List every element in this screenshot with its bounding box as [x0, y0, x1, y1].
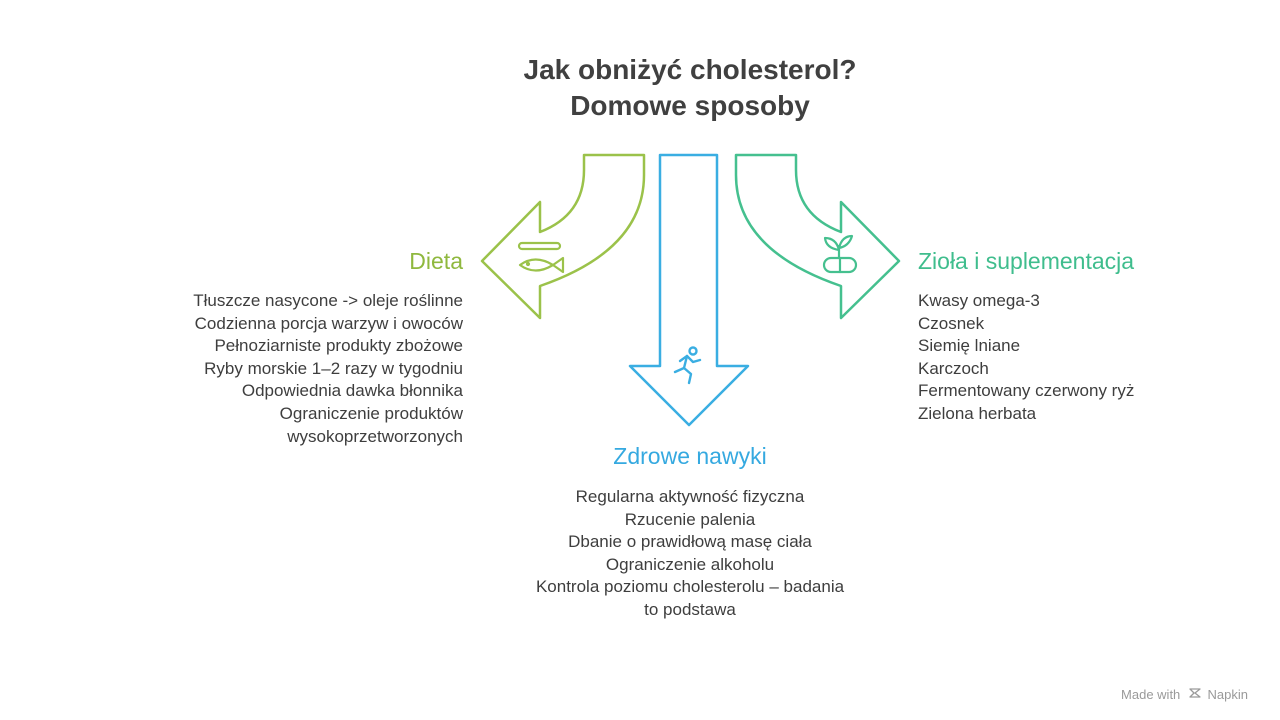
made-with-label: Made with: [1121, 687, 1181, 702]
list-item: Zielona herbata: [918, 403, 1037, 423]
herbs-list: Kwasy omega-3 Czosnek Siemię lniane Karc…: [918, 290, 1248, 426]
right-arrow: [734, 153, 901, 320]
left-arrow: [480, 153, 646, 320]
running-person-icon: [673, 346, 702, 385]
list-item: Ograniczenie alkoholu: [605, 554, 775, 574]
fish-icon: [517, 241, 565, 274]
list-item: wysokoprzetworzonych: [287, 426, 463, 446]
list-item: Karczoch: [918, 358, 989, 378]
list-item: Kontrola poziomu cholesterolu – badania: [535, 577, 845, 597]
napkin-brand: Napkin: [1207, 687, 1248, 702]
list-item: Czosnek: [918, 313, 985, 333]
diet-heading: Dieta: [409, 248, 463, 274]
list-item: Kwasy omega-3: [918, 291, 1040, 310]
made-with-napkin-footer[interactable]: Made with Napkin: [1121, 687, 1248, 702]
herbs-heading: Zioła i suplementacja: [918, 248, 1135, 274]
habits-heading: Zdrowe nawyki: [613, 443, 767, 469]
list-item: Fermentowany czerwony ryż: [918, 381, 1135, 401]
napkin-logo-icon: [1189, 687, 1201, 702]
list-item: Dbanie o prawidłową masę ciała: [568, 532, 812, 552]
list-item: Odpowiednia dawka błonnika: [241, 381, 463, 401]
list-item: Rzucenie palenia: [624, 509, 756, 529]
diet-list: Tłuszcze nasycone -> oleje roślinne Codz…: [150, 290, 463, 448]
list-item: Ryby morskie 1–2 razy w tygodniu: [204, 358, 463, 378]
plant-pill-icon: [822, 234, 858, 274]
list-item: Tłuszcze nasycone -> oleje roślinne: [193, 291, 463, 310]
list-item: Codzienna porcja warzyw i owoców: [194, 313, 463, 333]
list-item: Siemię lniane: [918, 336, 1021, 356]
habits-list: Regularna aktywność fizyczna Rzucenie pa…: [480, 486, 900, 622]
title-line-2: Domowe sposoby: [570, 90, 810, 121]
list-item: Ograniczenie produktów: [279, 403, 463, 423]
list-item: Regularna aktywność fizyczna: [575, 487, 805, 506]
title-line-1: Jak obniżyć cholesterol?: [523, 54, 857, 85]
middle-arrow: [628, 153, 750, 427]
list-item: to podstawa: [644, 599, 736, 619]
list-item: Pełnoziarniste produkty zbożowe: [214, 336, 463, 356]
diagram-title: Jak obniżyć cholesterol? Domowe sposoby: [390, 52, 990, 124]
